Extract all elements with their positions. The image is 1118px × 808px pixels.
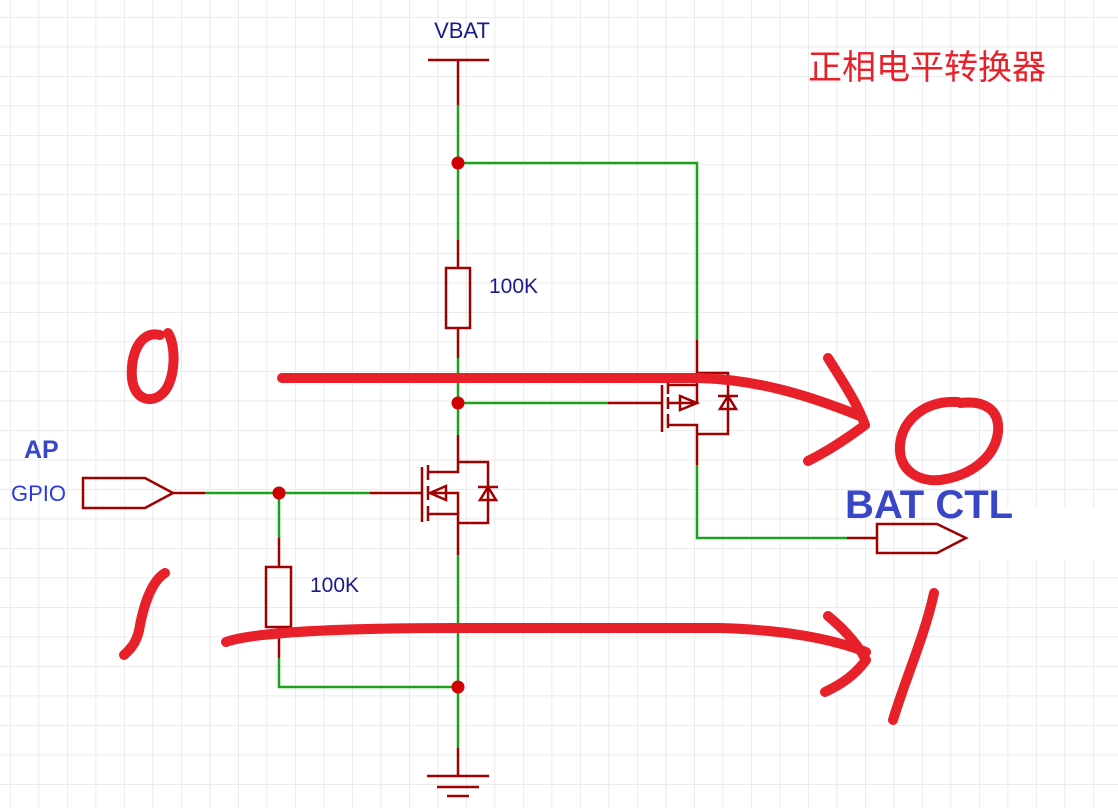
ground-icon — [427, 748, 489, 798]
diagram-title: 正相电平转换器 — [808, 48, 1046, 88]
top-arrow-shaft — [277, 373, 865, 421]
vbat-supply-symbol — [428, 58, 489, 105]
gpio-port — [81, 476, 205, 510]
junction-dot — [451, 680, 465, 694]
ap-label: AP — [24, 436, 59, 464]
bottom-arrow-shaft — [221, 623, 871, 657]
vbat-label: VBAT — [434, 18, 490, 43]
handwritten-one-left — [119, 568, 170, 660]
top-arrow-head — [803, 353, 870, 466]
handwritten-one-right — [888, 588, 939, 725]
bottom-arrow-head — [820, 611, 871, 697]
pullup-resistor — [444, 240, 472, 358]
handwritten-zero-left — [126, 328, 179, 405]
nmos-transistor — [370, 435, 499, 555]
pulldown-resistor-label: 100K — [310, 574, 359, 597]
junction-dot — [272, 486, 286, 500]
pullup-resistor-label: 100K — [489, 275, 538, 298]
bat-ctl-label: BAT CTL — [845, 483, 1013, 527]
wires — [205, 105, 847, 748]
bat-ctl-port — [847, 522, 969, 555]
pmos-transistor — [608, 340, 739, 465]
hand-annotations — [119, 328, 1004, 725]
junction-dot — [451, 156, 465, 170]
gpio-label: GPIO — [11, 481, 66, 506]
junction-dot — [451, 396, 465, 410]
blank-patch — [966, 508, 1118, 560]
handwritten-zero-right — [894, 396, 1004, 486]
junction-dots — [272, 156, 465, 694]
pulldown-resistor — [264, 538, 293, 658]
